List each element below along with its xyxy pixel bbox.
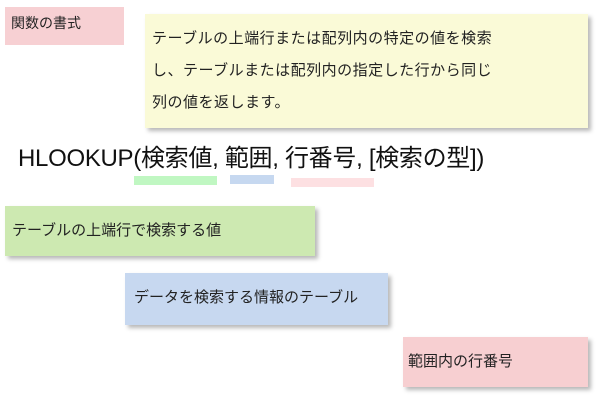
open-paren: ( <box>133 145 141 172</box>
explanation-text: テーブルの上端行で検索する値 <box>12 221 222 239</box>
range-explanation: データを検索する情報のテーブル <box>125 273 388 325</box>
close-paren: ) <box>476 145 485 172</box>
row-index-underline <box>291 178 374 187</box>
description-line: し、テーブルまたは配列内の指定した行から同じ <box>152 61 493 79</box>
lookup-value-explanation: テーブルの上端行で検索する値 <box>5 206 315 256</box>
arg-range: 範囲 <box>224 145 273 172</box>
description-line: 列の値を返します。 <box>152 93 291 111</box>
arg-row-index: 行番号 <box>284 145 357 172</box>
separator: , <box>272 145 285 172</box>
separator: , <box>356 145 369 172</box>
description-line: テーブルの上端行または配列内の特定の値を検索 <box>152 29 493 47</box>
function-syntax-formula: HLOOKUP(検索値, 範囲, 行番号, [検索の型]) <box>18 138 484 173</box>
explanation-text: 範囲内の行番号 <box>408 352 514 370</box>
arg-lookup-type: [検索の型] <box>368 145 477 172</box>
separator: , <box>212 145 225 172</box>
syntax-title-text: 関数の書式 <box>11 16 81 32</box>
explanation-text: データを検索する情報のテーブル <box>134 288 359 306</box>
function-description-note: テーブルの上端行または配列内の特定の値を検索 し、テーブルまたは配列内の指定した… <box>145 14 588 128</box>
function-name: HLOOKUP <box>18 145 134 172</box>
syntax-title-label: 関数の書式 <box>5 7 124 45</box>
row-index-explanation: 範囲内の行番号 <box>403 337 588 387</box>
arg-lookup-value: 検索値 <box>140 145 213 172</box>
range-underline <box>230 175 274 184</box>
lookup-value-underline <box>134 176 217 185</box>
